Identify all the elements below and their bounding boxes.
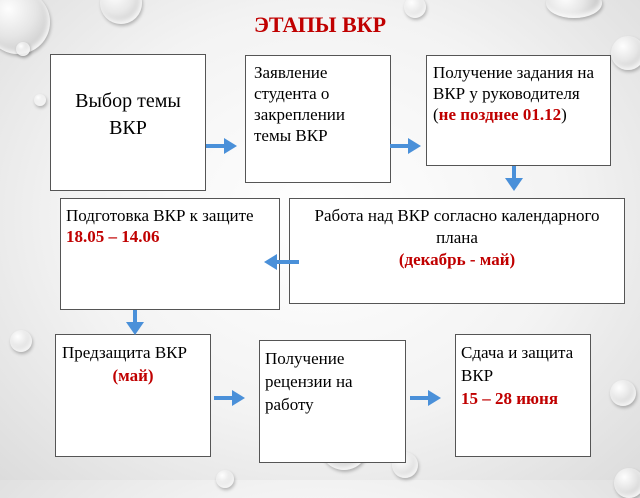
box-defense-label: Сдача и защита ВКР xyxy=(461,343,574,385)
water-drop xyxy=(546,0,602,18)
box-predefense-label: Предзащита ВКР xyxy=(62,343,187,362)
diagram-title: ЭТАПЫ ВКР xyxy=(253,12,387,37)
arrow-down-icon xyxy=(505,166,523,191)
box-work-period: (декабрь - май) xyxy=(398,250,516,269)
box-choose-topic-label: Выбор темы ВКР xyxy=(75,90,181,139)
box-predefense: Предзащита ВКР (май) xyxy=(55,334,211,457)
water-drop xyxy=(611,36,640,70)
arrow-right-icon xyxy=(410,390,441,406)
arrow-right-icon xyxy=(206,138,237,154)
box-review-label: Получение рецензии на работу xyxy=(265,349,353,414)
box-get-task-deadline: не позднее 01.12 xyxy=(438,105,562,124)
box-prepare-label: Подготовка ВКР к защите xyxy=(66,206,254,225)
water-drop xyxy=(404,0,426,18)
box-review: Получение рецензии на работу xyxy=(259,340,406,463)
box-application: Заявление студента о закреплении темы ВК… xyxy=(245,55,391,183)
arrow-down-icon xyxy=(126,310,144,335)
water-drop xyxy=(34,94,46,106)
water-drop xyxy=(216,470,234,488)
box-work-label: Работа над ВКР согласно календарного пла… xyxy=(314,206,600,247)
arrow-left-icon xyxy=(264,254,299,270)
box-work: Работа над ВКР согласно календарного пла… xyxy=(289,198,625,304)
water-drop xyxy=(16,42,30,56)
box-choose-topic: Выбор темы ВКР xyxy=(50,54,206,191)
box-application-label: Заявление студента о закреплении темы ВК… xyxy=(254,63,345,145)
box-prepare: Подготовка ВКР к защите 18.05 – 14.06 xyxy=(60,198,280,310)
box-get-task: Получение задания на ВКР у руководителя … xyxy=(426,55,611,166)
water-drop xyxy=(10,330,32,352)
water-drop xyxy=(614,468,640,498)
box-prepare-dates: 18.05 – 14.06 xyxy=(66,227,160,246)
arrow-right-icon xyxy=(214,390,245,406)
water-drop xyxy=(610,380,636,406)
box-defense-dates: 15 – 28 июня xyxy=(461,389,559,408)
arrow-right-icon xyxy=(390,138,421,154)
box-get-task-label: Получение задания на ВКР у руководителя xyxy=(433,63,594,103)
box-predefense-period: (май) xyxy=(112,366,154,385)
box-get-task-paren-close: ) xyxy=(561,105,567,124)
box-get-task-paren-open: ( xyxy=(433,105,439,124)
box-defense: Сдача и защита ВКР 15 – 28 июня xyxy=(455,334,591,457)
